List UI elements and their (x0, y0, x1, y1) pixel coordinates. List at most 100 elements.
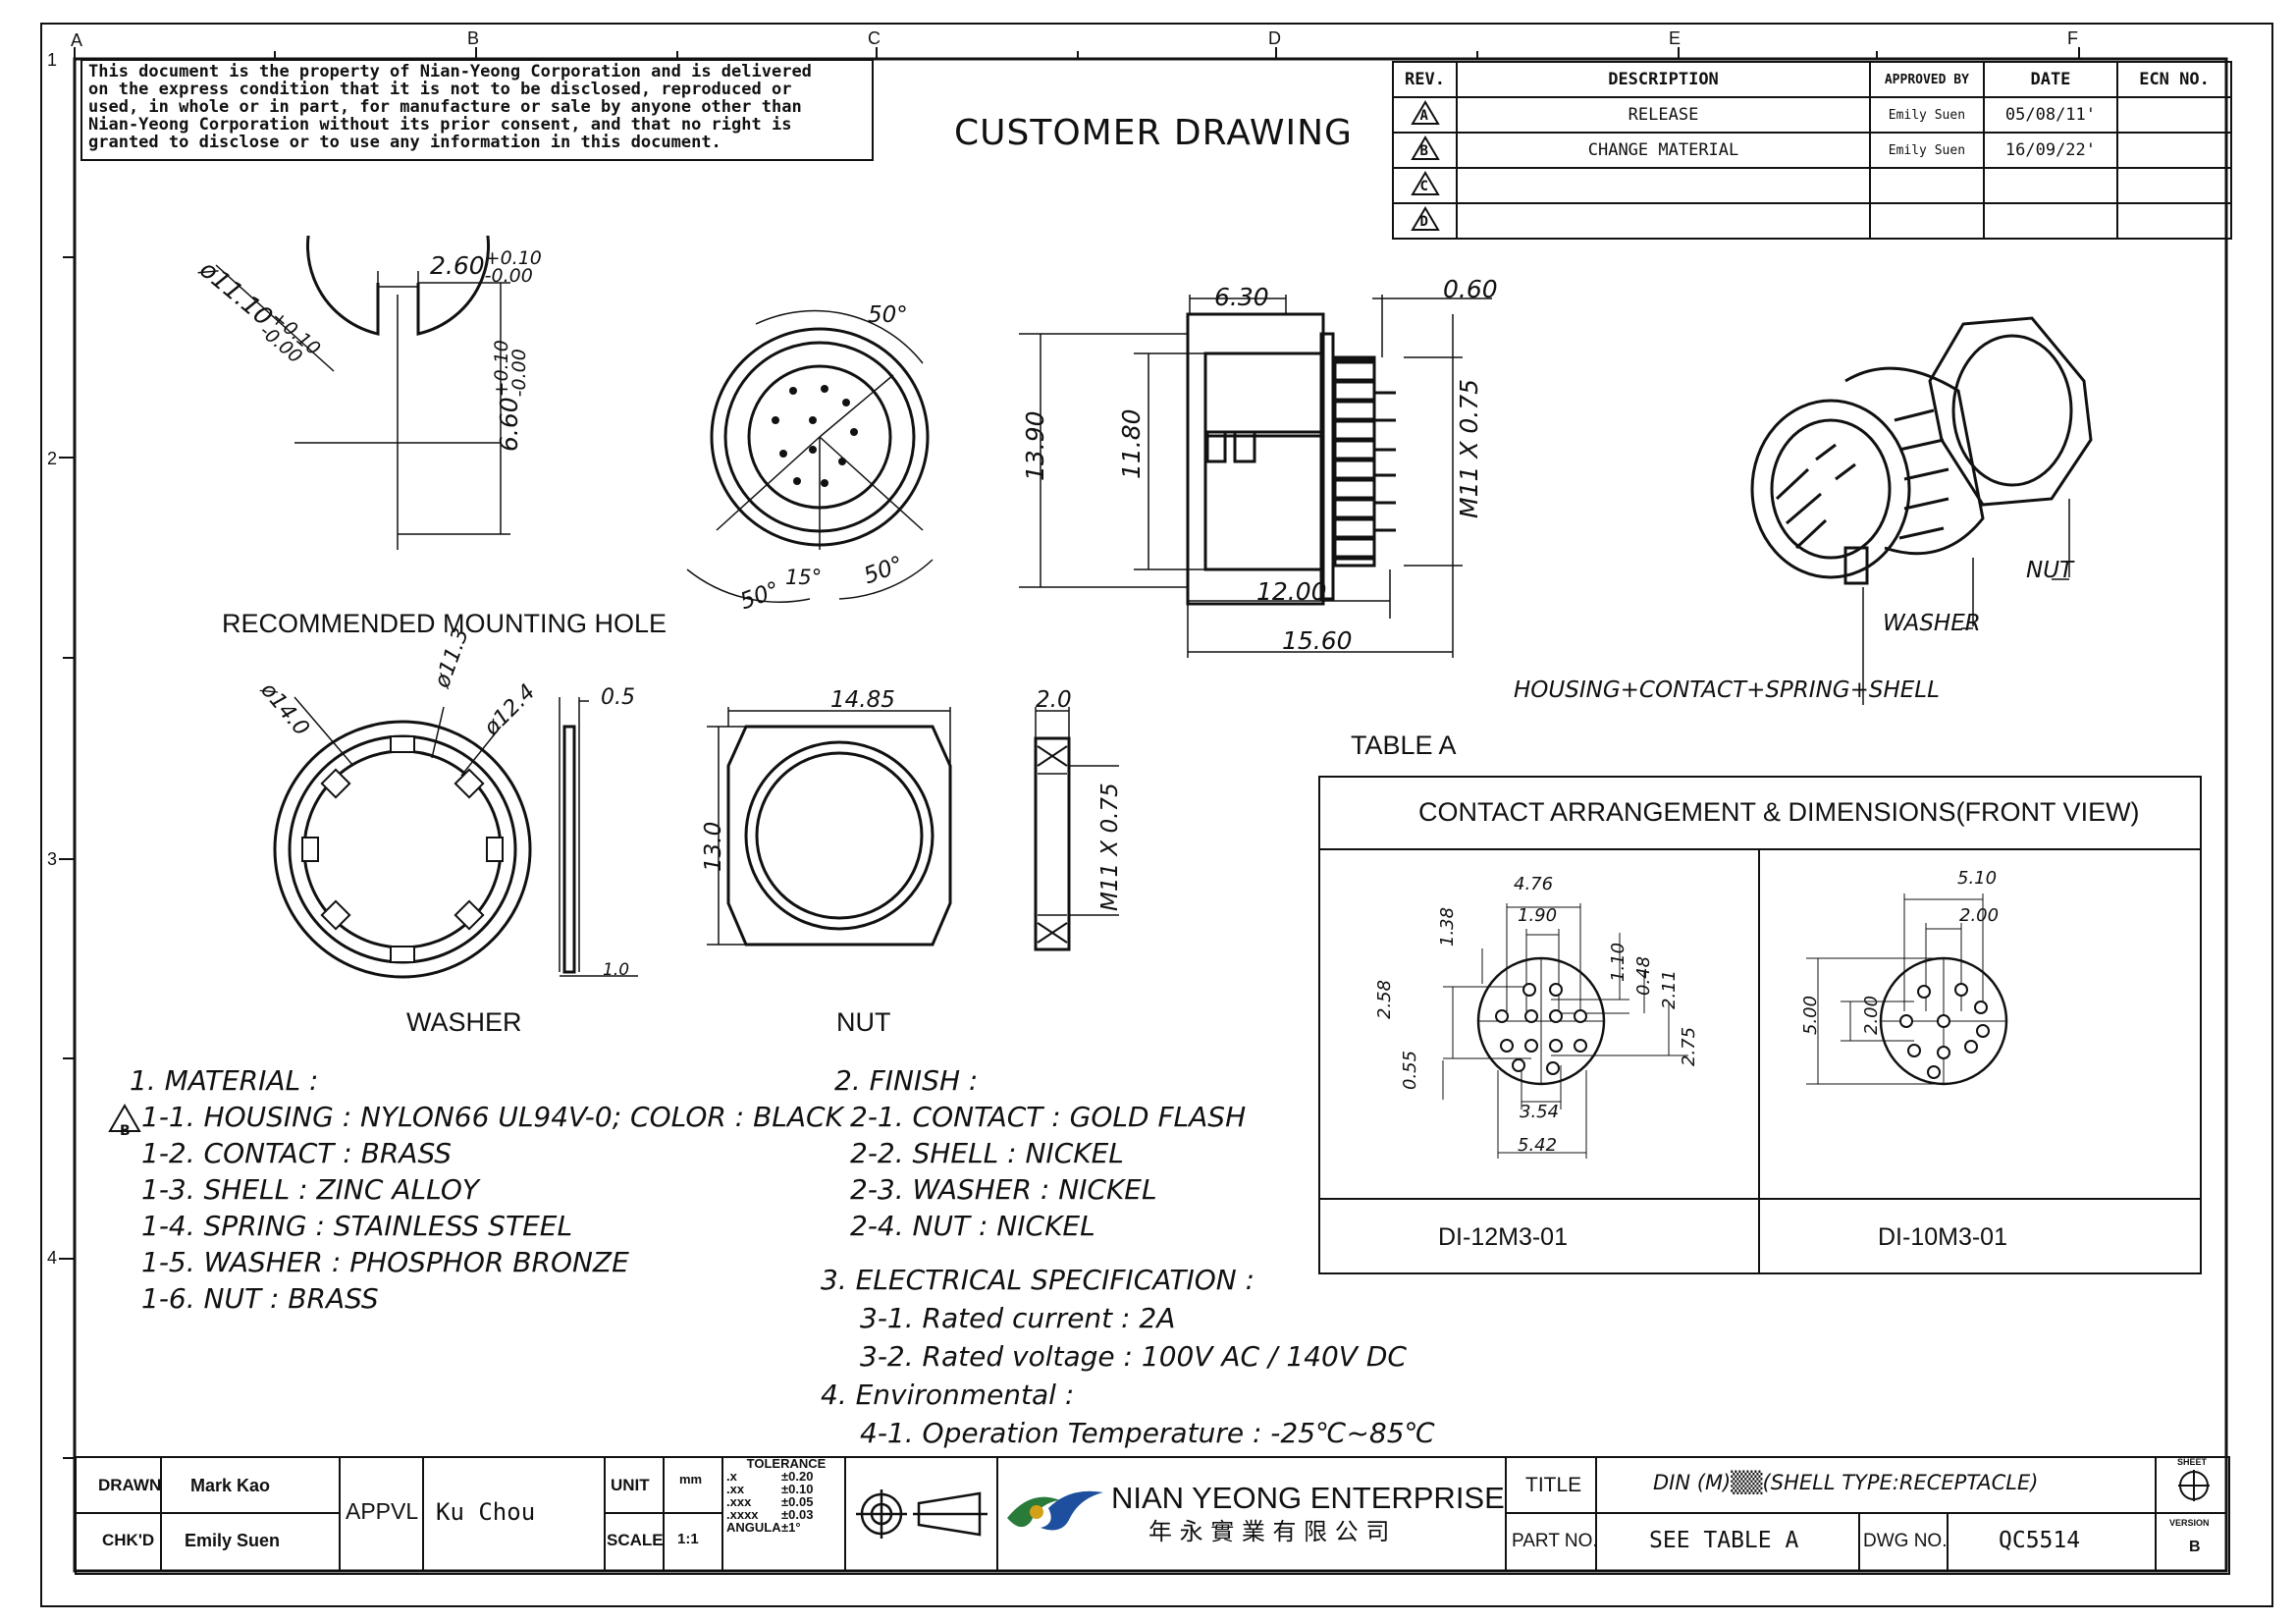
rev-approved: Emily Suen (1868, 96, 1985, 134)
dwg-label: DWG NO. (1863, 1531, 1948, 1551)
rev-date: 16/09/22' (1982, 132, 2119, 169)
connector-front-view (686, 309, 934, 603)
connector-isometric-view (1750, 316, 2093, 705)
side-dim-060: 0.60 (1443, 275, 1498, 303)
electrical-title: 3. ELECTRICAL SPECIFICATION : (821, 1264, 1255, 1296)
notice-line: Nian-Yeong Corporation without its prior… (88, 115, 792, 135)
table-a-header: CONTACT ARRANGEMENT & DIMENSIONS(FRONT V… (1418, 797, 2140, 827)
mounting-hole-drawing (215, 236, 510, 550)
notice-line: This document is the property of Nian-Ye… (88, 62, 812, 81)
nut-dim-20: 2.0 (1036, 687, 1072, 713)
rev-ecn (2116, 167, 2232, 204)
nut-dim-1485: 14.85 (830, 687, 895, 713)
rev-description (1456, 202, 1871, 240)
rev-triangle-icon: D (1410, 205, 1440, 232)
tbl-left-d258: 2.58 (1374, 979, 1395, 1019)
washer-dim-10: 1.0 (603, 960, 630, 980)
tbl-left-d048: 0.48 (1633, 955, 1654, 996)
sheet-target-icon (2178, 1470, 2210, 1501)
date-header: DATE (1982, 61, 2119, 98)
side-dim-1560: 15.60 (1282, 626, 1353, 655)
unit-value: mm (679, 1472, 703, 1487)
drawn-label: DRAWN (98, 1476, 162, 1494)
title-label: TITLE (1525, 1474, 1582, 1496)
contact-arrangement-table: CONTACT ARRANGEMENT & DIMENSIONS(FRONT V… (1318, 776, 2202, 1274)
rev-triangle-icon: A (1410, 99, 1440, 126)
washer-label: WASHER (406, 1007, 522, 1037)
appvl-value: Ku Chou (436, 1498, 536, 1526)
tolerance-row: .x±0.20 (726, 1469, 814, 1484)
electrical-item: 3-1. Rated current : 2A (860, 1302, 1176, 1334)
zone-letter-c: C (868, 28, 881, 48)
tbl-right-d200a: 2.00 (1959, 905, 2000, 926)
ecn-header: ECN NO. (2116, 61, 2232, 98)
table-a-right-part: DI-10M3-01 (1878, 1223, 2007, 1251)
rev-ecn (2116, 96, 2232, 134)
tbl-left-d211: 2.11 (1659, 969, 1680, 1009)
part-label: PART NO. (1512, 1531, 1598, 1551)
tolerance-row: .xxxx±0.03 (726, 1507, 814, 1522)
rev-date: 05/08/11' (1982, 96, 2119, 134)
zone-number-1: 1 (47, 50, 58, 70)
tbl-right-d510: 5.10 (1957, 868, 1998, 889)
notice-line: used, in whole or in part, for manufactu… (88, 97, 802, 117)
sheet-label: SHEET (2177, 1457, 2208, 1467)
connector-side-view (1019, 295, 1492, 658)
tbl-left-d476: 4.76 (1514, 874, 1554, 894)
table-a-divider (1758, 848, 1760, 1272)
revision-table: REV. DESCRIPTION APPROVED BY DATE ECN NO… (1391, 61, 2232, 240)
side-dim-1390: 13.90 (1021, 410, 1049, 481)
title-block (75, 1456, 2230, 1575)
rev-flag: A (1391, 96, 1459, 134)
zone-letter-f: F (2067, 28, 2078, 48)
version-value: B (2189, 1539, 2201, 1555)
material-item: 1-6. NUT : BRASS (141, 1282, 379, 1315)
zone-number-2: 2 (47, 449, 58, 468)
iso-nut-label: NUT (2026, 558, 2074, 583)
mounting-height-dim: 6.60+0.10-0.00 (491, 340, 530, 452)
table-row: A RELEASE Emily Suen 05/08/11' (1391, 96, 2232, 134)
finish-item: 2-1. CONTACT : GOLD FLASH (850, 1101, 1247, 1133)
zone-letter-d: D (1268, 28, 1281, 48)
tbl-left-d138: 1.38 (1437, 906, 1458, 947)
zone-letter-a: A (71, 30, 83, 50)
finish-notes: 2. FINISH : 2-1. CONTACT : GOLD FLASH 2-… (834, 1062, 1246, 1244)
mounting-hole-label: RECOMMENDED MOUNTING HOLE (222, 609, 667, 638)
finish-item: 2-4. NUT : NICKEL (850, 1210, 1095, 1242)
washer-dim-05: 0.5 (601, 685, 635, 710)
rev-description: CHANGE MATERIAL (1456, 132, 1871, 169)
di-12m3-01-drawing (1442, 903, 1688, 1159)
zone-number-4: 4 (47, 1248, 58, 1268)
rev-description (1456, 167, 1871, 204)
tbl-right-d200b: 2.00 (1861, 995, 1882, 1035)
side-dim-1180: 11.80 (1117, 408, 1146, 479)
table-row: D (1391, 202, 2232, 240)
approved-header: APPROVED BY (1868, 61, 1985, 98)
side-dim-630: 6.30 (1214, 283, 1269, 311)
environmental-title: 4. Environmental : (821, 1379, 1075, 1411)
nut-label: NUT (836, 1007, 891, 1037)
table-row: B CHANGE MATERIAL Emily Suen 16/09/22' (1391, 132, 2232, 169)
unit-label: UNIT (611, 1476, 650, 1494)
zone-letter-e: E (1669, 28, 1682, 48)
notice-line: granted to disclose or to use any inform… (88, 133, 721, 152)
title-block-grid (75, 1456, 2226, 1571)
finish-item: 2-3. WASHER : NICKEL (850, 1173, 1157, 1206)
rev-b-flag-icon: B (108, 1103, 141, 1139)
finish-item: 2-2. SHELL : NICKEL (850, 1137, 1124, 1169)
material-item: 1-2. CONTACT : BRASS (141, 1137, 453, 1169)
company-name-en: NIAN YEONG ENTERPRISE (1111, 1481, 1505, 1515)
appvl-label: APPVL (346, 1498, 419, 1524)
scale-label: SCALE (607, 1531, 664, 1549)
material-item: 1-5. WASHER : PHOSPHOR BRONZE (141, 1246, 629, 1278)
chkd-label: CHK'D (102, 1531, 155, 1549)
material-item: 1-3. SHELL : ZINC ALLOY (141, 1173, 479, 1206)
nut-dim-thread: M11 X 0.75 (1097, 783, 1123, 911)
tbl-left-d275: 2.75 (1679, 1026, 1699, 1066)
rev-header: REV. (1391, 61, 1459, 98)
zone-letter-b: B (467, 28, 480, 48)
rev-description: RELEASE (1456, 96, 1871, 134)
